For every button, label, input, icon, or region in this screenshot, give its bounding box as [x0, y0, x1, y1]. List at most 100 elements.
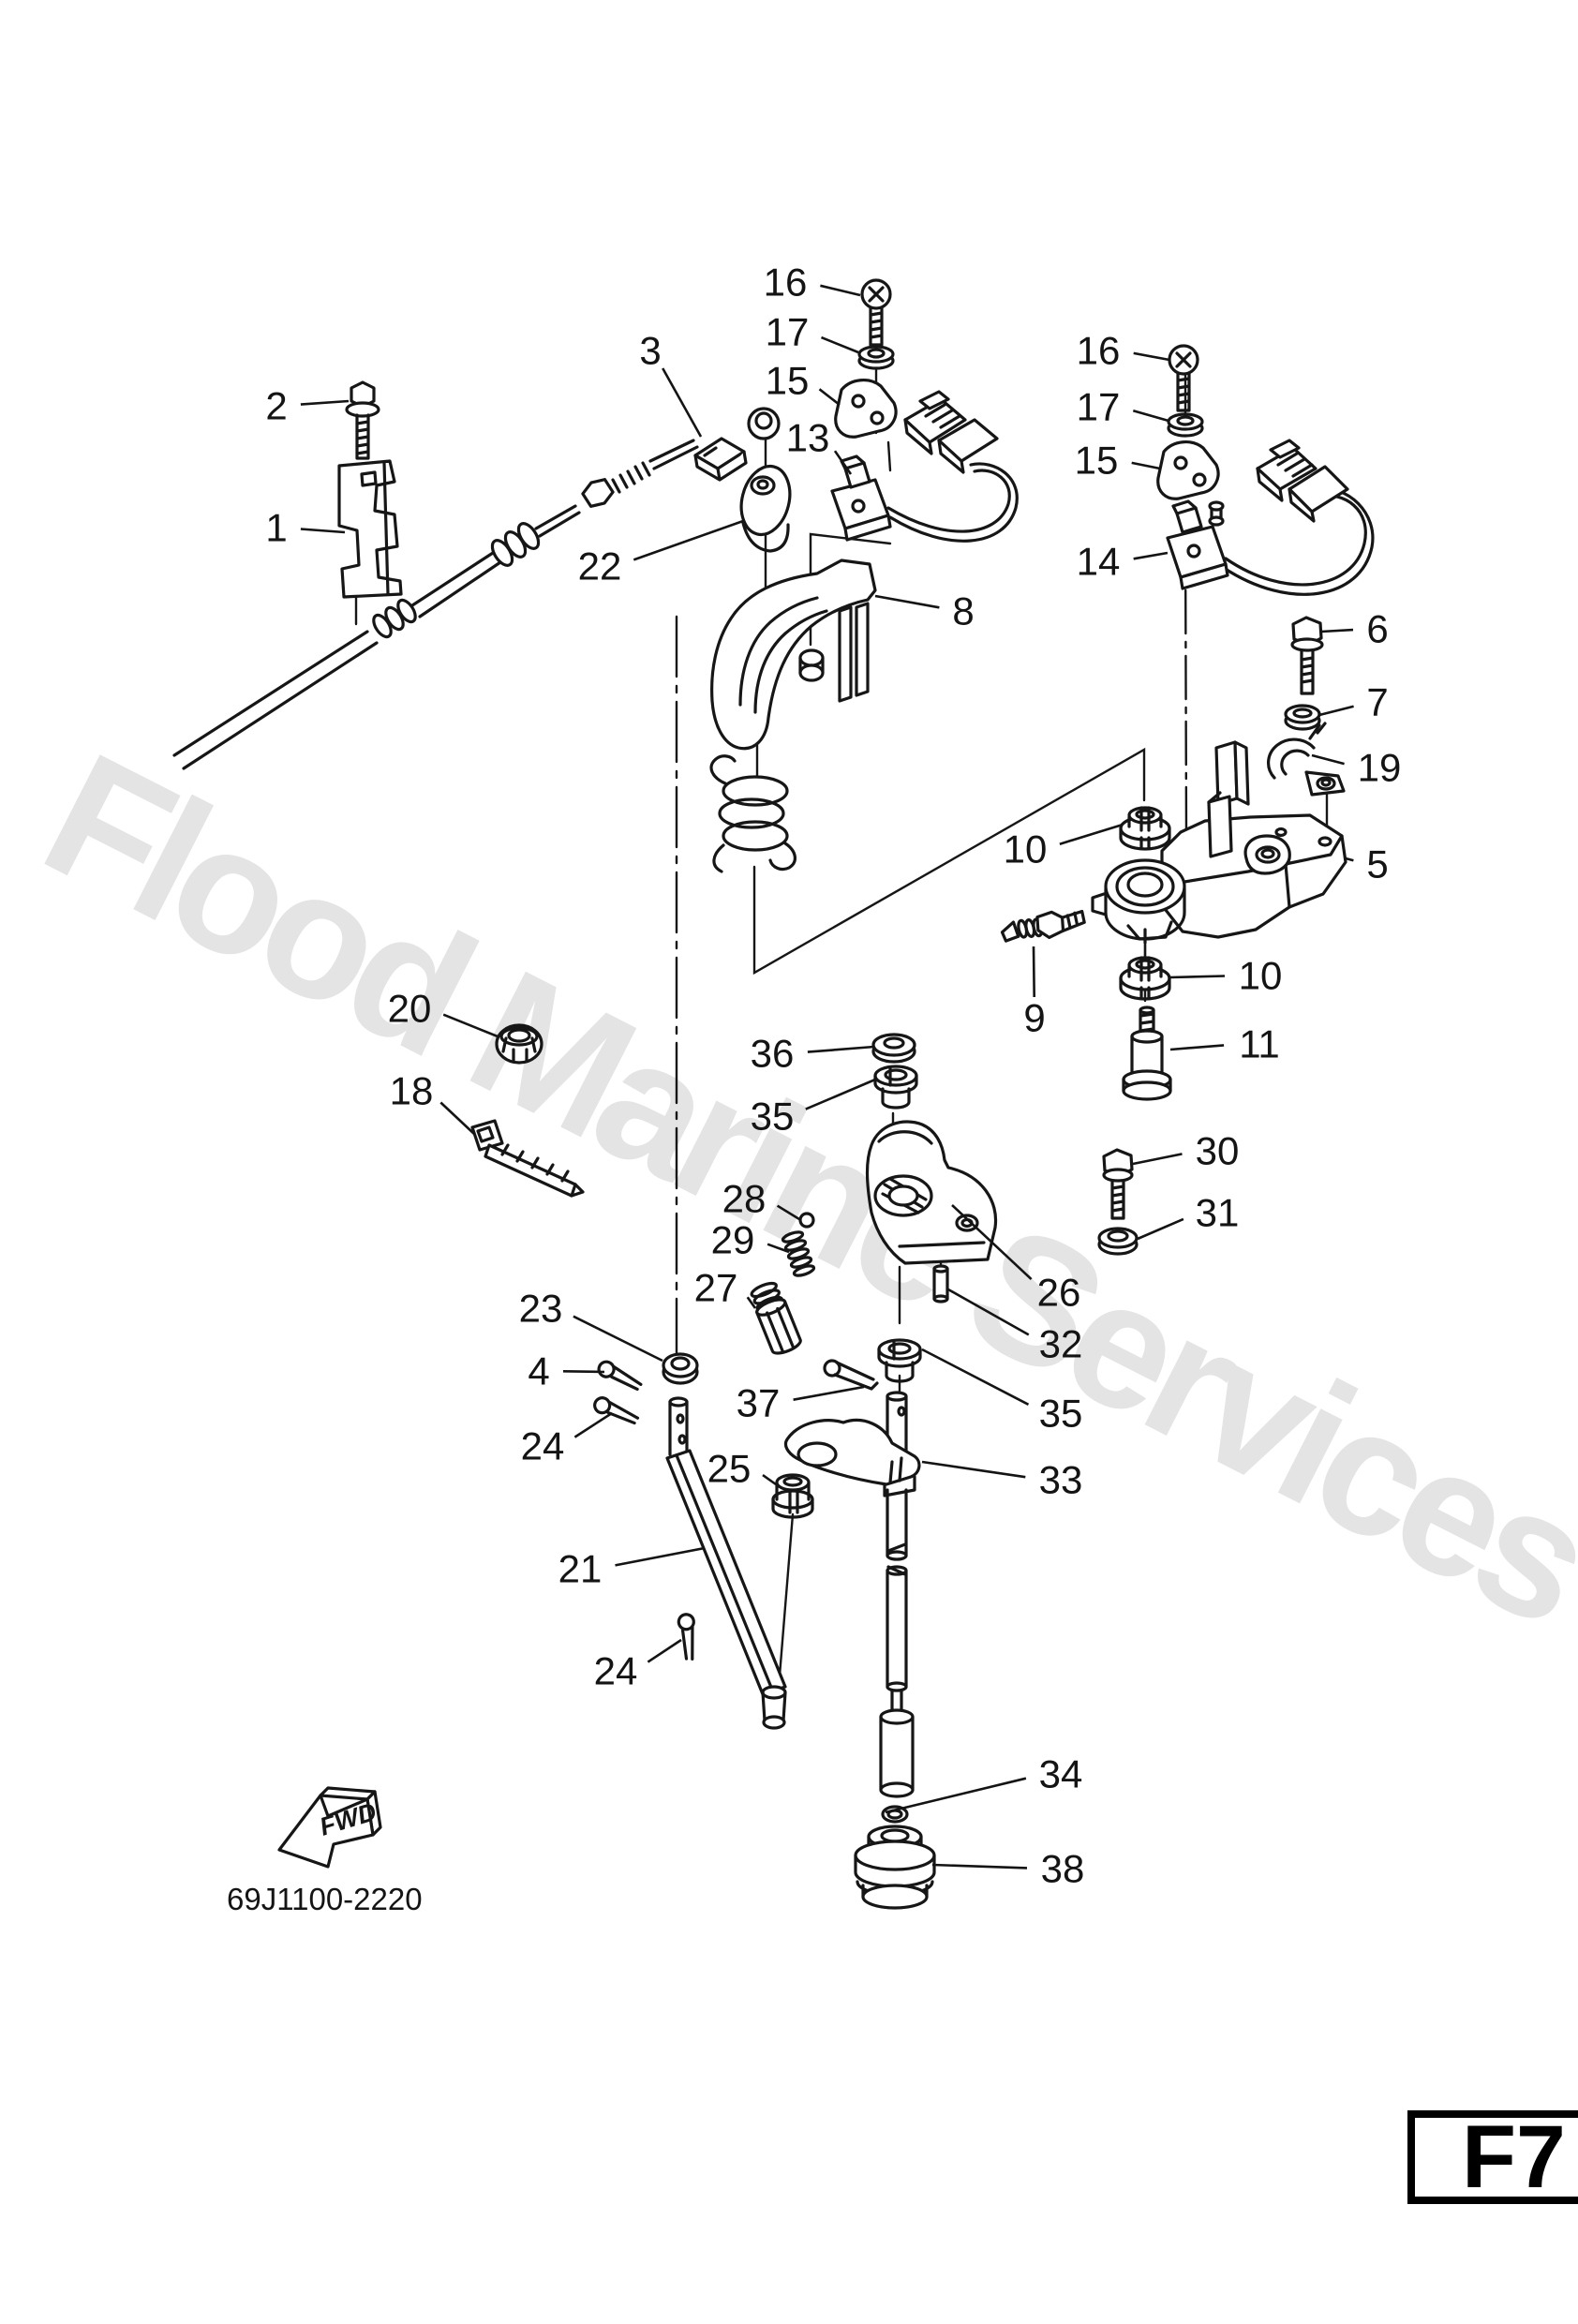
callout-10-bottom: 10 [1239, 954, 1283, 998]
callout-32: 32 [1039, 1322, 1083, 1366]
part-33-shift-shaft [783, 1391, 921, 1798]
part-35-bushing-upper [873, 1065, 918, 1110]
callout-10-left: 10 [1004, 827, 1048, 872]
callout-16-right: 16 [1077, 329, 1121, 373]
callout-24-top: 24 [521, 1424, 565, 1468]
callout-leader-33 [921, 1460, 1026, 1479]
fwd-arrow: FWD [277, 1786, 382, 1869]
callout-leader-26 [951, 1204, 1033, 1281]
callout-leader-30 [1132, 1153, 1183, 1166]
callout-11: 11 [1239, 1022, 1280, 1066]
callout-leader-29 [767, 1243, 790, 1254]
diagram-part-code: 69J1100-2220 [227, 1882, 423, 1916]
callout-14: 14 [1077, 540, 1121, 584]
part-1-cable-bracket [337, 459, 403, 599]
part-18-cable-tie [470, 1119, 585, 1198]
callout-leader-19 [1311, 753, 1345, 766]
callout-leader-7 [1318, 705, 1354, 717]
callout-25: 25 [707, 1447, 752, 1491]
callout-leader-31 [1137, 1217, 1184, 1241]
callout-leader-16-top [820, 284, 861, 297]
callout-35-mid: 35 [1039, 1392, 1083, 1436]
callout-leader-34 [885, 1777, 1027, 1814]
part-30-bolt [1102, 1148, 1134, 1220]
callout-leader-27 [746, 1296, 757, 1309]
callout-leader-16-right [1133, 351, 1170, 362]
part-14-sensor [1166, 439, 1375, 596]
callout-33: 33 [1039, 1458, 1083, 1502]
part-3-cable-end [693, 437, 748, 482]
callout-leader-14 [1133, 551, 1169, 560]
part-16-screw-right [1168, 344, 1199, 412]
callout-leader-10-left [1059, 823, 1124, 845]
callout-leader-20 [442, 1013, 499, 1038]
callout-leader-17-top [821, 335, 859, 354]
callout-35-top: 35 [751, 1095, 795, 1139]
callout-1: 1 [265, 506, 287, 550]
part-17-washer-right [1167, 412, 1204, 438]
part-15-plate-top [834, 379, 898, 439]
part-27-plunger [750, 1281, 802, 1355]
part-28-ball [798, 1212, 815, 1229]
callout-20: 20 [388, 987, 432, 1031]
callout-leader-36 [807, 1045, 875, 1053]
callout-22: 22 [578, 544, 622, 588]
callout-leader-37 [793, 1385, 865, 1401]
callout-leader-25 [762, 1474, 777, 1486]
part-16-screw-top [860, 278, 892, 347]
callout-leader-24-bottom [647, 1638, 682, 1663]
part-15-plate-right [1156, 440, 1220, 500]
part-31-washer [1097, 1227, 1139, 1256]
part-8-throttle-lever [710, 559, 877, 751]
callout-36: 36 [751, 1032, 795, 1076]
callout-leader-13 [833, 450, 853, 475]
callout-3: 3 [639, 329, 661, 373]
part-24-clip-lower [677, 1613, 695, 1661]
page-ref-box: F7 [1407, 2108, 1578, 2207]
part-7-washer [1284, 704, 1321, 731]
callout-5: 5 [1366, 842, 1388, 886]
callout-30: 30 [1196, 1129, 1240, 1173]
part-23-washer [662, 1352, 699, 1385]
callout-19: 19 [1358, 746, 1402, 790]
callout-31: 31 [1196, 1191, 1240, 1235]
callout-6: 6 [1366, 607, 1388, 651]
callout-leader-1 [300, 528, 346, 534]
part-20-nut [495, 1023, 543, 1065]
callout-37: 37 [737, 1381, 781, 1425]
part-36-washer [871, 1033, 916, 1064]
callout-9: 9 [1023, 996, 1045, 1040]
part-10-grommet-lower [1119, 956, 1171, 1001]
callout-leader-9 [1032, 946, 1035, 998]
cable-eyelet [747, 407, 781, 440]
callout-26: 26 [1037, 1271, 1081, 1315]
callout-leader-32 [947, 1288, 1030, 1336]
part-17-washer-top [857, 345, 895, 370]
callout-leader-15-top [818, 388, 841, 407]
callout-leader-28 [776, 1204, 800, 1221]
part-38-grommet [854, 1825, 936, 1910]
callout-13: 13 [786, 416, 830, 460]
part-12-spring [709, 754, 796, 873]
callout-21: 21 [558, 1547, 603, 1591]
callout-18: 18 [390, 1069, 434, 1113]
part-32-pin [932, 1264, 949, 1304]
callout-leader-5 [1345, 857, 1354, 862]
callout-leader-18 [439, 1101, 475, 1135]
callout-17-top: 17 [766, 310, 810, 354]
callout-leader-22 [633, 519, 744, 561]
callout-2: 2 [265, 384, 287, 428]
part-13-sensor [830, 390, 1019, 543]
callout-leader-17-right [1132, 410, 1169, 423]
part-24-clip-upper [593, 1396, 640, 1425]
callout-15-top: 15 [766, 359, 810, 403]
callout-leader-21 [615, 1546, 706, 1567]
callout-leader-23 [573, 1315, 663, 1363]
part-19-clamp [1267, 722, 1346, 797]
part-5-bracket [1091, 740, 1347, 945]
part-11-pivot-pin [1122, 1006, 1172, 1101]
callout-27: 27 [694, 1266, 738, 1310]
callout-29: 29 [711, 1218, 755, 1262]
